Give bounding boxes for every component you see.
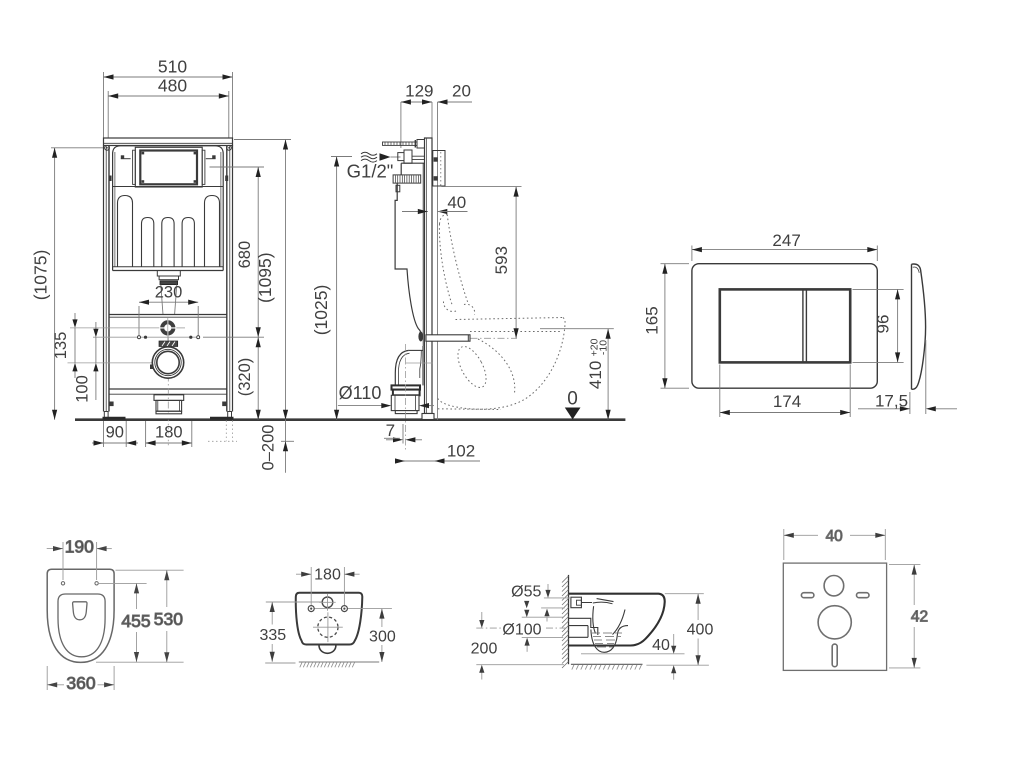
svg-text:40: 40 xyxy=(652,637,670,654)
svg-text:(1095): (1095) xyxy=(255,252,275,303)
svg-text:Ø110: Ø110 xyxy=(339,383,382,403)
svg-text:Ø55: Ø55 xyxy=(511,584,541,601)
svg-text:90: 90 xyxy=(106,424,124,442)
svg-text:190: 190 xyxy=(65,537,94,557)
svg-text:680: 680 xyxy=(236,241,254,269)
svg-text:-10: -10 xyxy=(598,340,610,355)
svg-text:20: 20 xyxy=(452,82,471,101)
svg-text:510: 510 xyxy=(158,57,187,77)
svg-text:480: 480 xyxy=(158,76,187,96)
svg-text:96: 96 xyxy=(874,315,893,334)
svg-text:135: 135 xyxy=(52,332,70,360)
svg-text:360: 360 xyxy=(66,673,95,693)
svg-text:180: 180 xyxy=(155,424,183,442)
svg-text:0: 0 xyxy=(567,389,578,410)
svg-text:129: 129 xyxy=(405,82,433,101)
svg-text:17,5: 17,5 xyxy=(875,392,908,411)
svg-text:530: 530 xyxy=(154,609,183,629)
svg-text:200: 200 xyxy=(471,641,498,658)
svg-text:Ø100: Ø100 xyxy=(502,622,541,639)
svg-text:165: 165 xyxy=(643,306,662,334)
svg-text:(320): (320) xyxy=(236,358,254,397)
svg-text:100: 100 xyxy=(74,375,92,403)
svg-text:40: 40 xyxy=(447,193,466,212)
svg-text:(1075): (1075) xyxy=(31,250,51,301)
svg-text:0–200: 0–200 xyxy=(260,425,278,471)
svg-text:335: 335 xyxy=(259,627,286,644)
svg-text:40: 40 xyxy=(826,528,844,545)
svg-text:G1/2": G1/2" xyxy=(347,161,394,182)
svg-text:174: 174 xyxy=(773,392,801,411)
svg-text:455: 455 xyxy=(121,611,150,631)
svg-text:180: 180 xyxy=(314,567,341,584)
svg-text:+20: +20 xyxy=(589,338,601,356)
svg-text:230: 230 xyxy=(155,284,183,302)
svg-text:102: 102 xyxy=(447,442,475,461)
svg-text:410: 410 xyxy=(586,361,605,389)
svg-text:593: 593 xyxy=(492,246,511,274)
svg-text:400: 400 xyxy=(687,622,714,639)
svg-text:300: 300 xyxy=(369,629,396,646)
svg-text:247: 247 xyxy=(772,231,800,250)
svg-text:(1025): (1025) xyxy=(311,285,331,336)
svg-text:7: 7 xyxy=(386,421,395,440)
svg-text:42: 42 xyxy=(911,609,928,626)
